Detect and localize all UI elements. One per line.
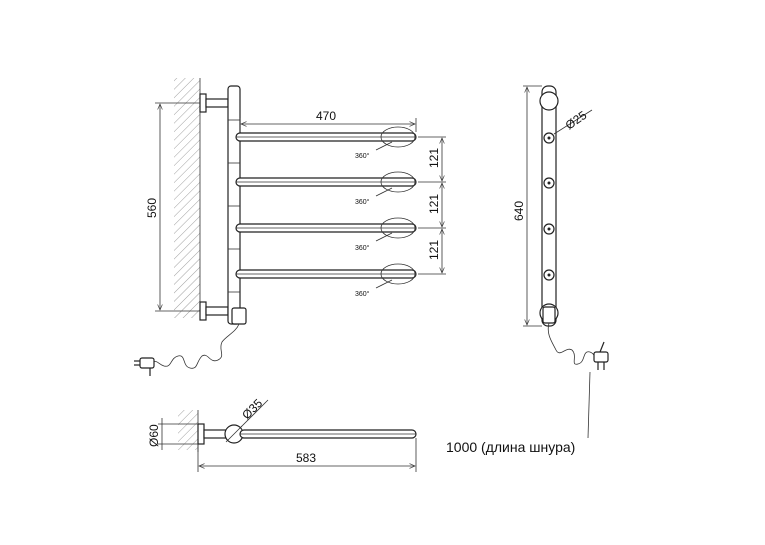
dia25-leader [553,109,593,135]
dim-640 [523,85,542,327]
front-view: 360° 360° 360° 360° 470 121 121 121 [134,78,446,376]
height-label: 560 [145,198,159,218]
wall-hatch-top [178,410,198,450]
power-plug [134,357,155,376]
cable-note-leader [587,371,591,439]
rotation-label-2: 360° [355,198,370,206]
rotation-label-4: 360° [355,290,370,298]
top-bracket-stem [203,429,227,439]
dim-121-group [418,136,446,275]
spacing-label-1: 121 [427,148,441,168]
side-tube [541,85,557,327]
spacing-label-2: 121 [427,194,441,214]
vertical-tube [227,85,241,325]
power-box [231,307,247,325]
dim-60 [158,418,198,450]
rotation-label-1: 360° [355,152,370,160]
side-height-label: 640 [512,201,526,221]
dia35-leader [239,399,269,429]
power-cable [151,323,240,369]
side-top-flange [539,91,559,111]
dim-470 [239,118,417,132]
depth-label: 583 [296,451,316,465]
side-view: 640 Ø25 [512,85,609,439]
side-power-plug [593,341,609,370]
dim-560 [155,102,200,312]
rotation-ellipses [375,126,416,289]
mount-diameter-label: Ø35 [239,396,265,422]
flange-diameter-label: Ø60 [147,424,161,447]
side-power-box [542,306,556,324]
bottom-bracket [199,301,229,321]
top-view: Ø60 Ø35 583 [147,396,417,472]
wall-hatch-front [174,78,200,318]
spacing-label-3: 121 [427,240,441,260]
side-arm-circles [543,132,555,281]
side-power-cable [547,322,599,365]
arm-length-label: 470 [316,109,336,123]
cable-length-note: 1000 (длина шнура) [446,439,575,455]
dim-583 [197,438,417,472]
rotation-label-3: 360° [355,244,370,252]
arms [235,132,417,279]
swivel-collars [228,119,240,293]
top-flange [197,423,205,445]
tube-diameter-label: Ø25 [563,108,590,133]
top-bracket [199,93,229,113]
